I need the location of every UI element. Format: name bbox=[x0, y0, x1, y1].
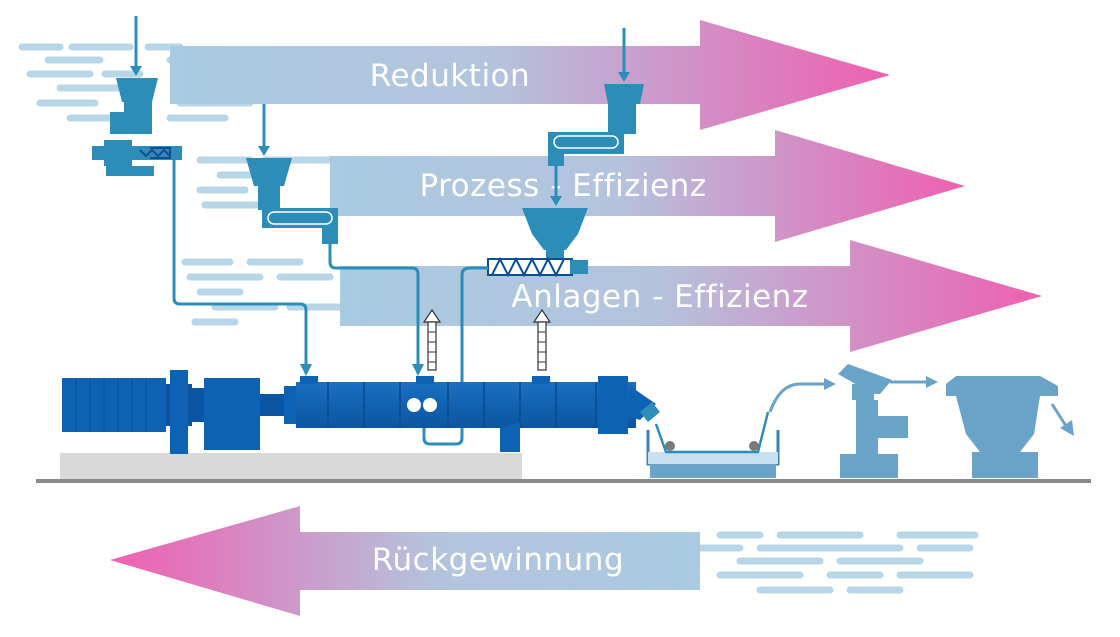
water-bath-icon bbox=[646, 411, 780, 478]
vent-arrow-left-icon bbox=[422, 308, 442, 371]
belt-feeder-icon bbox=[246, 104, 338, 244]
extruder-base bbox=[60, 453, 522, 480]
belt-feeder-top-right-icon bbox=[548, 28, 644, 206]
rueckgewinnung-label: Rückgewinnung bbox=[372, 542, 624, 578]
dryer-icon bbox=[946, 376, 1058, 478]
gravimetric-feeder-icon bbox=[92, 16, 182, 176]
prozess-effizienz-arrow bbox=[330, 130, 965, 242]
strand-arrowheads bbox=[824, 376, 1074, 436]
ground-line bbox=[36, 479, 1091, 483]
rueckgewinnung-arrow bbox=[110, 506, 700, 616]
decorative-dashes-bottom bbox=[696, 531, 979, 594]
anlagen-effizienz-label: Anlagen - Effizienz bbox=[511, 279, 808, 315]
prozess-effizienz-label: Prozess - Effizienz bbox=[419, 168, 706, 204]
feed-pipes bbox=[172, 160, 488, 446]
vent-arrow-right-icon bbox=[532, 308, 552, 371]
twin-screw-extruder-icon bbox=[62, 370, 660, 454]
pelletizer-icon bbox=[838, 364, 908, 478]
reduktion-arrow bbox=[170, 20, 890, 130]
reduktion-label: Reduktion bbox=[370, 58, 530, 94]
strand-path bbox=[768, 380, 1068, 427]
screw-conveyor-icon bbox=[487, 208, 588, 278]
